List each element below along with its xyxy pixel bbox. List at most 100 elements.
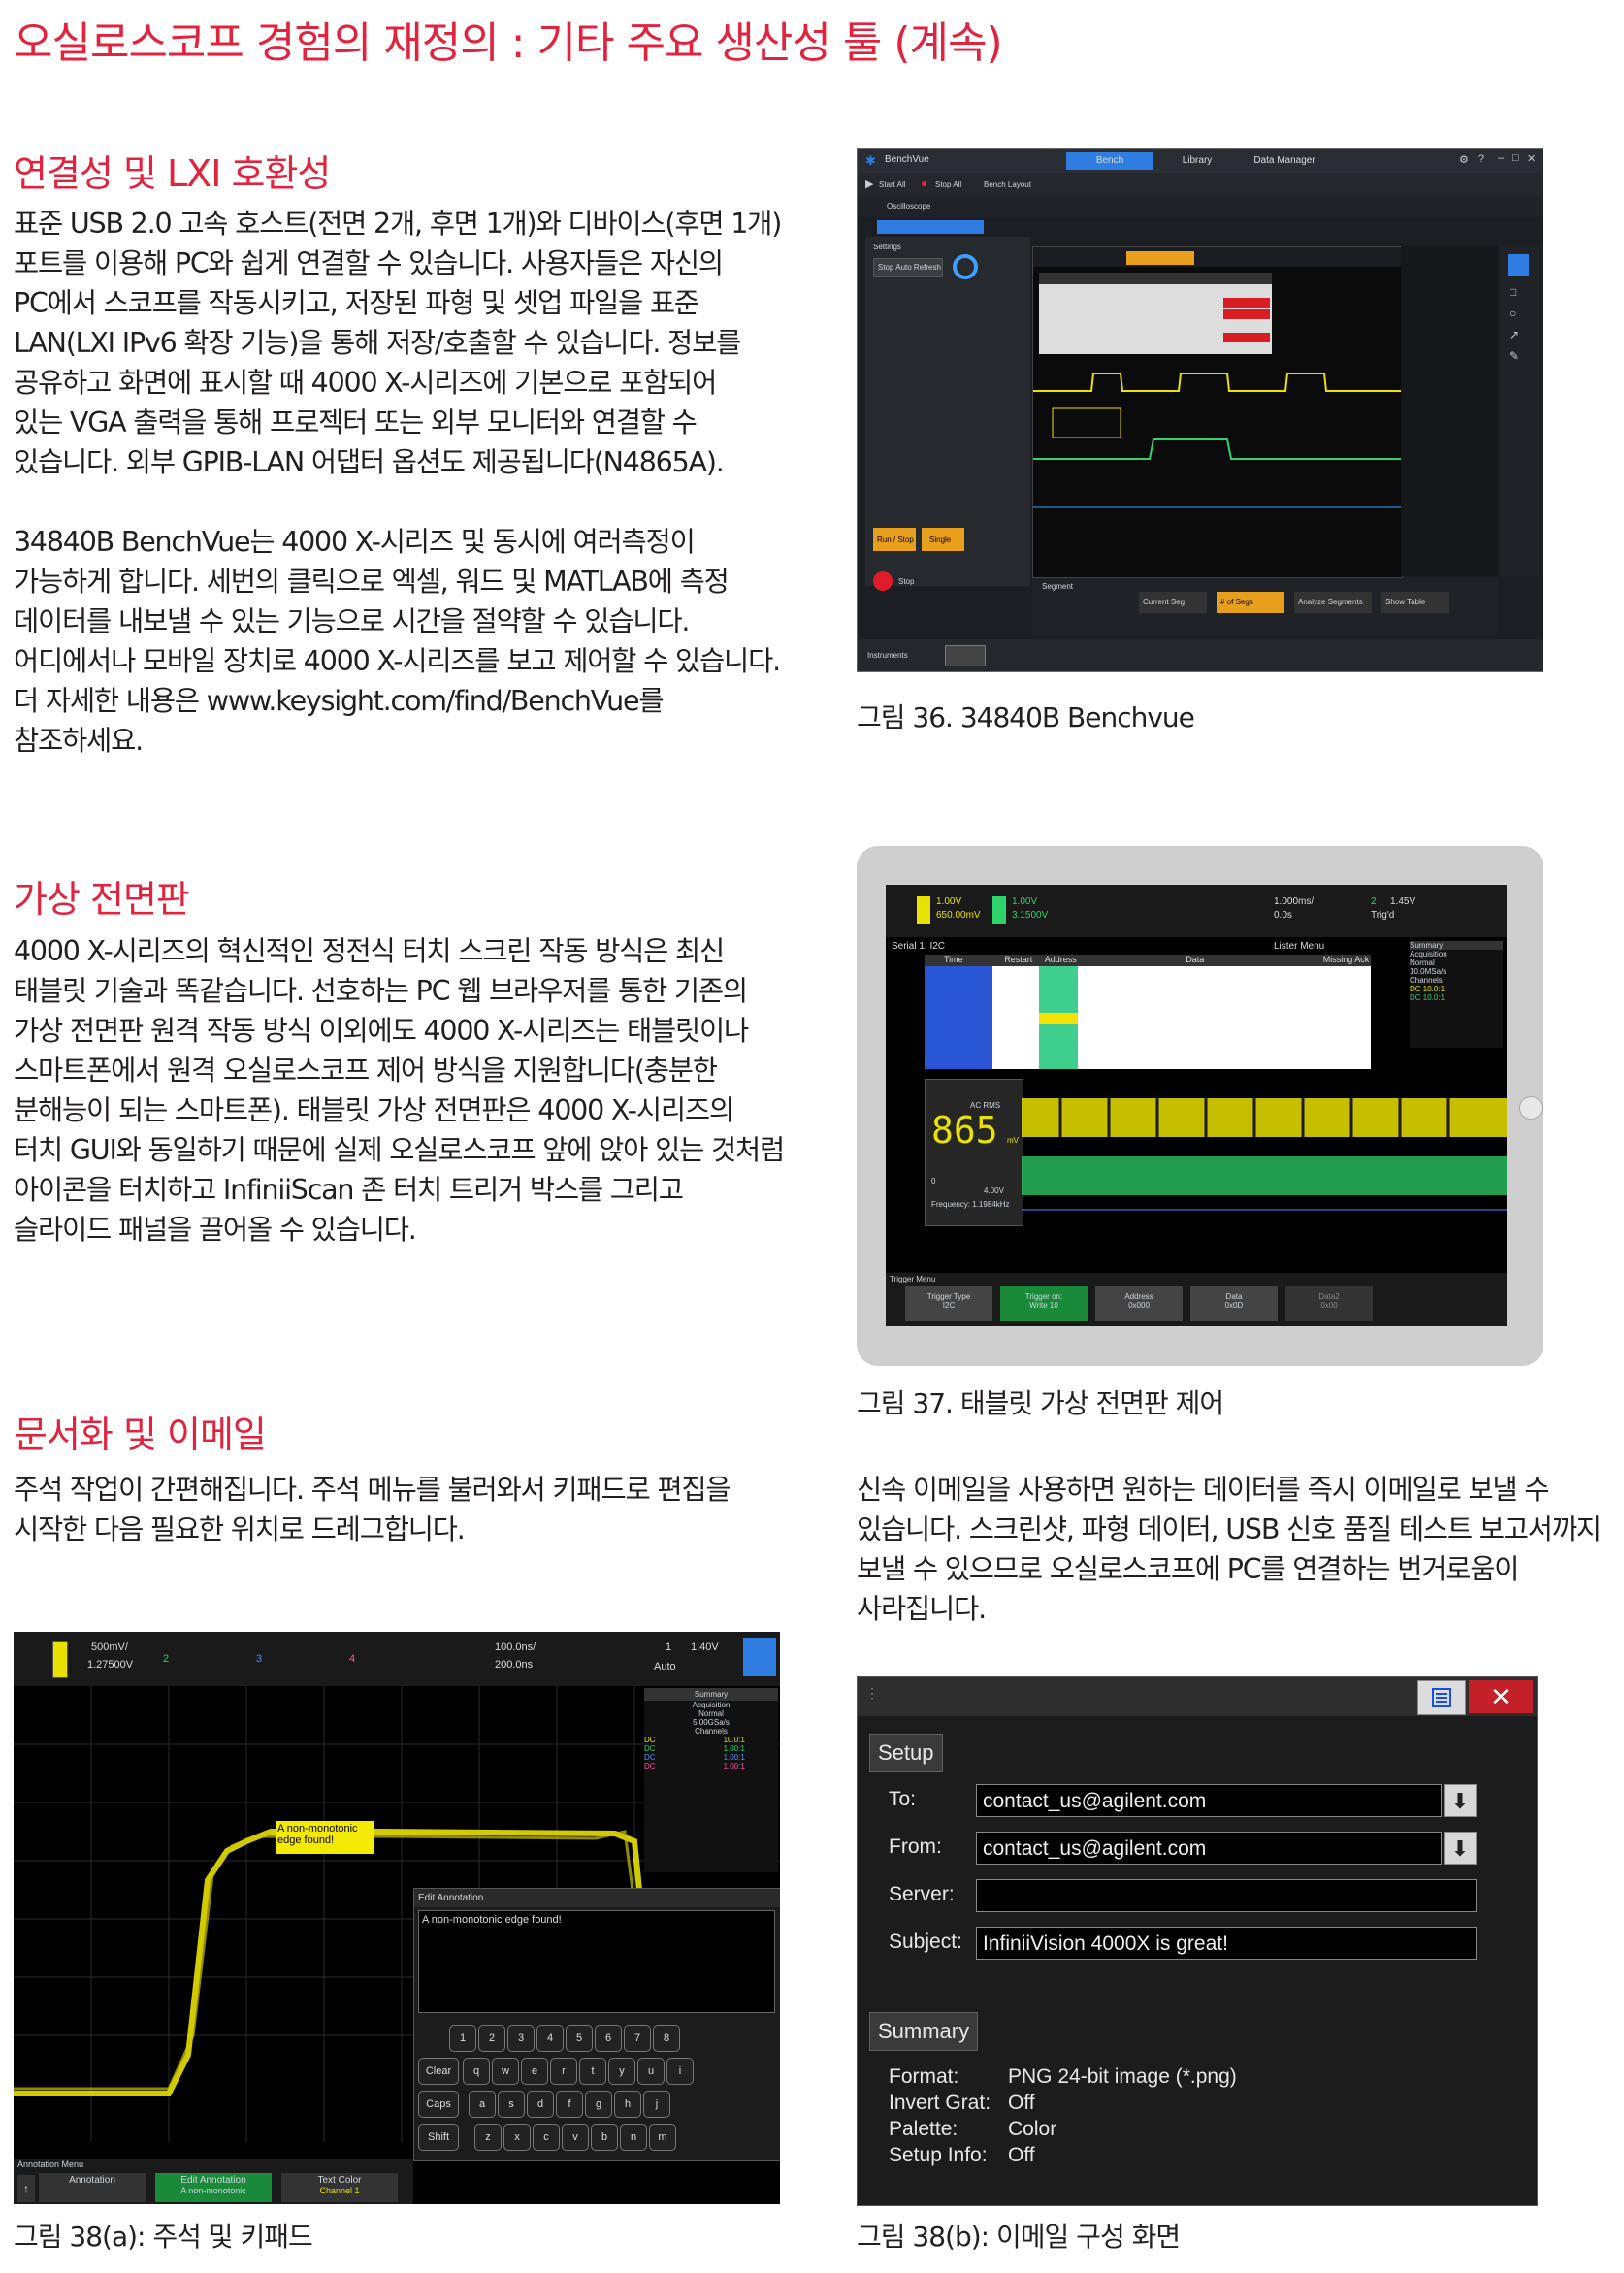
col-restart: Restart xyxy=(1004,955,1033,964)
menu-button[interactable] xyxy=(1417,1680,1466,1715)
from-field[interactable]: contact_us@agilent.com xyxy=(976,1832,1442,1865)
email-setup-screenshot: ⋮ ✕ Setup To: contact_us@agilent.com ⬇ F… xyxy=(857,1676,1538,2206)
close-button[interactable]: ✕ xyxy=(1469,1680,1533,1713)
app-name: BenchVue xyxy=(885,154,929,165)
key-g[interactable]: g xyxy=(585,2091,612,2118)
summary-panel: Summary Acquisition Normal 10.0MSa/s Cha… xyxy=(1410,941,1503,1048)
stop-refresh-button[interactable]: Stop Auto Refresh xyxy=(873,258,943,277)
serial-decode-label: Serial 1: I2C xyxy=(892,941,946,952)
pointer-tool-icon[interactable] xyxy=(1508,254,1529,276)
key-s[interactable]: s xyxy=(498,2091,525,2118)
stop-record-icon[interactable] xyxy=(873,571,893,591)
back-arrow-icon[interactable]: ↑ xyxy=(17,2175,35,2202)
start-all-label[interactable]: Start All xyxy=(879,180,906,189)
menu-button[interactable] xyxy=(743,1638,776,1676)
key-5[interactable]: 5 xyxy=(566,2025,593,2052)
key-q[interactable]: q xyxy=(463,2058,490,2085)
key-r[interactable]: r xyxy=(550,2058,577,2085)
key-u[interactable]: u xyxy=(637,2058,665,2085)
server-field[interactable] xyxy=(976,1879,1477,1912)
tab-data-manager[interactable]: Data Manager xyxy=(1253,155,1315,166)
subject-field[interactable]: InfiniiVision 4000X is great! xyxy=(976,1927,1477,1960)
section-heading-docs: 문서화 및 이메일 xyxy=(14,1413,267,1456)
arrow-tool-icon[interactable]: ↗ xyxy=(1510,328,1520,341)
data2-softkey[interactable]: Data2 0x00 xyxy=(1285,1286,1373,1321)
key-d[interactable]: d xyxy=(527,2091,554,2118)
key-x[interactable]: x xyxy=(503,2124,531,2151)
key-h[interactable]: h xyxy=(614,2091,641,2118)
num-segs-button[interactable]: # of Segs xyxy=(1217,592,1284,613)
key-j[interactable]: j xyxy=(643,2091,670,2118)
data-softkey[interactable]: Data 0x0D xyxy=(1190,1286,1278,1321)
ch1-probe: 10.0:1 xyxy=(723,1736,745,1744)
key-4[interactable]: 4 xyxy=(536,2025,564,2052)
key-n[interactable]: n xyxy=(620,2124,647,2151)
key-caps[interactable]: Caps xyxy=(418,2091,459,2118)
from-dropdown-button[interactable]: ⬇ xyxy=(1444,1832,1477,1865)
key-8[interactable]: 8 xyxy=(653,2025,680,2052)
key-z[interactable]: z xyxy=(474,2124,502,2151)
run-stop-button[interactable]: Run / Stop xyxy=(873,528,916,551)
current-seg-button[interactable]: Current Seg xyxy=(1139,592,1207,613)
annotation-text-input[interactable]: A non-monotonic edge found! xyxy=(418,1910,775,2013)
stop-all-label[interactable]: Stop All xyxy=(935,180,962,189)
circle-tool-icon[interactable]: ○ xyxy=(1510,307,1517,320)
sample-rate: 5.00GSa/s xyxy=(693,1718,730,1727)
address-softkey[interactable]: Address 0x000 xyxy=(1095,1286,1183,1321)
text-color-softkey[interactable]: Text Color Channel 1 xyxy=(281,2173,398,2202)
annotation-softkey[interactable]: Annotation xyxy=(39,2173,146,2202)
play-icon[interactable]: ▶ xyxy=(865,179,874,190)
lxi-paragraph-1: 표준 USB 2.0 고속 호스트(전면 2개, 후면 1개)와 디바이스(후면… xyxy=(14,208,782,478)
key-t[interactable]: t xyxy=(579,2058,606,2085)
key-7[interactable]: 7 xyxy=(624,2025,651,2052)
edit-annotation-softkey[interactable]: Edit Annotation A non-monotonic xyxy=(155,2173,272,2202)
to-field[interactable]: contact_us@agilent.com xyxy=(976,1784,1442,1817)
key-shift[interactable]: Shift xyxy=(418,2124,459,2151)
trigger-type-softkey[interactable]: Trigger Type I2C xyxy=(905,1286,992,1321)
trigger-menu-label: Trigger Menu xyxy=(890,1275,936,1283)
refresh-icon[interactable] xyxy=(953,254,978,279)
key-i[interactable]: i xyxy=(666,2058,694,2085)
close-icon[interactable]: ✕ xyxy=(1527,153,1537,165)
tab-bench[interactable]: Bench xyxy=(1066,152,1153,170)
show-table-button[interactable]: Show Table xyxy=(1381,592,1449,613)
gear-icon[interactable]: ⚙ xyxy=(1459,154,1469,166)
key-m[interactable]: m xyxy=(649,2124,676,2151)
key-y[interactable]: y xyxy=(608,2058,635,2085)
pen-tool-icon[interactable]: ✎ xyxy=(1510,349,1520,363)
rectangle-tool-icon[interactable]: □ xyxy=(1510,285,1517,299)
key-w[interactable]: w xyxy=(492,2058,519,2085)
instrument-thumbnail[interactable] xyxy=(945,645,986,666)
to-dropdown-button[interactable]: ⬇ xyxy=(1444,1784,1477,1817)
to-label: To: xyxy=(889,1788,917,1810)
help-icon[interactable]: ? xyxy=(1478,153,1485,165)
key-2[interactable]: 2 xyxy=(478,2025,505,2052)
key-v[interactable]: v xyxy=(562,2124,589,2151)
minimize-icon[interactable]: – xyxy=(1498,152,1505,164)
key-f[interactable]: f xyxy=(556,2091,583,2118)
ch3-probe: 1.00:1 xyxy=(723,1753,745,1762)
analyze-segments-button[interactable]: Analyze Segments xyxy=(1294,592,1372,613)
trigger-on-softkey[interactable]: Trigger on: Write 10 xyxy=(1000,1286,1088,1321)
key-c[interactable]: c xyxy=(533,2124,560,2151)
ch1-scale: 500mV/ xyxy=(91,1641,128,1653)
stop-icon[interactable]: ● xyxy=(921,177,928,190)
tab-library[interactable]: Library xyxy=(1182,155,1213,166)
drag-handle-icon[interactable]: ⋮ xyxy=(865,1685,879,1701)
palette-value: Color xyxy=(1008,2118,1057,2140)
bench-layout-label[interactable]: Bench Layout xyxy=(984,180,1031,189)
key-e[interactable]: e xyxy=(521,2058,548,2085)
key-1[interactable]: 1 xyxy=(449,2025,476,2052)
maximize-icon[interactable]: □ xyxy=(1512,152,1519,164)
screen-image-tab[interactable] xyxy=(877,220,984,234)
key-b[interactable]: b xyxy=(591,2124,618,2151)
key-a[interactable]: a xyxy=(469,2091,496,2118)
annotation-box[interactable]: A non-monotonic edge found! xyxy=(276,1821,374,1854)
single-button[interactable]: Single xyxy=(922,528,964,551)
demo-mode-badge xyxy=(1126,251,1194,265)
scope-status-bar xyxy=(1033,247,1402,267)
ipad-home-button[interactable] xyxy=(1519,1096,1543,1120)
key-6[interactable]: 6 xyxy=(595,2025,622,2052)
key-3[interactable]: 3 xyxy=(507,2025,535,2052)
key-clear[interactable]: Clear xyxy=(418,2058,459,2085)
